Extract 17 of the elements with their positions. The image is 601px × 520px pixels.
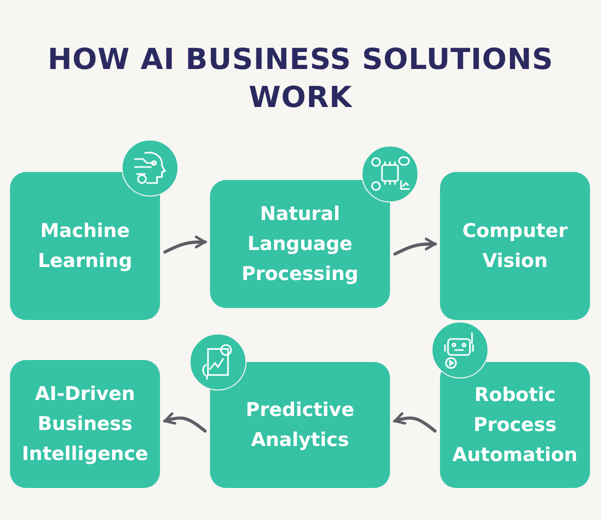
box-label: Machine Learning [36, 219, 134, 274]
process-box [210, 180, 390, 308]
process-box [10, 172, 160, 320]
process-box [10, 360, 160, 488]
box-label: Robotic Process Automation [451, 383, 579, 468]
process-box [440, 362, 590, 488]
curved-arrow [393, 238, 437, 256]
box-label: Predictive Analytics [244, 398, 356, 453]
title: HOW AI BUSINESS SOLUTIONS WORK [46, 41, 554, 116]
process-box [210, 362, 390, 488]
curved-arrow [163, 412, 207, 433]
box-label: Natural Language Processing [240, 202, 360, 287]
curved-arrow [393, 412, 437, 433]
process-box [440, 172, 590, 320]
curved-arrow [163, 236, 207, 254]
box-label: AI-Driven Business Intelligence [20, 382, 150, 467]
box-label: Computer Vision [461, 219, 569, 274]
